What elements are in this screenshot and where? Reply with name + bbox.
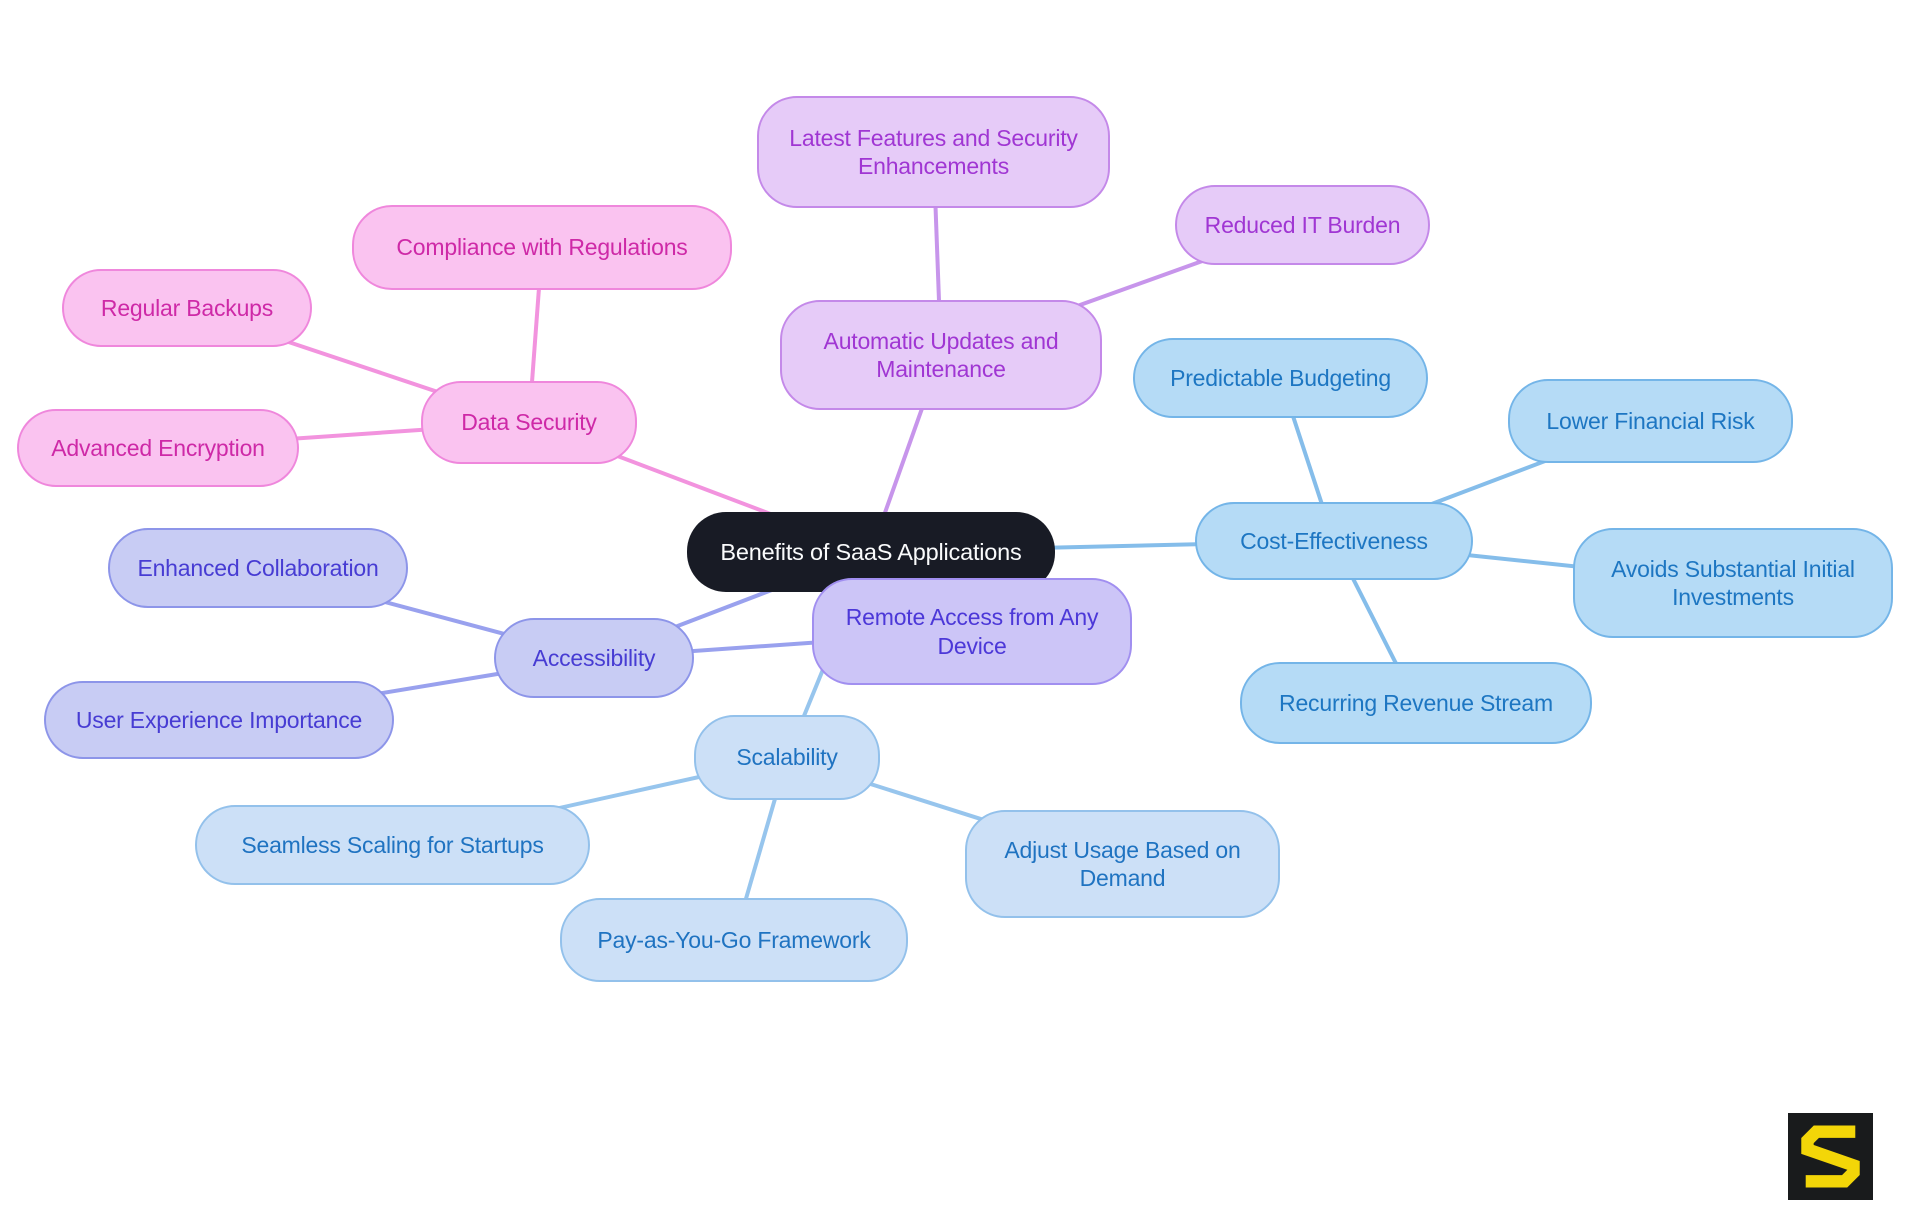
brand-logo [1788, 1113, 1873, 1200]
node-avoids-substantial[interactable]: Avoids Substantial Initial Investments [1573, 528, 1893, 638]
node-reduced-it-burden[interactable]: Reduced IT Burden [1175, 185, 1430, 265]
node-enhanced-collaboration[interactable]: Enhanced Collaboration [108, 528, 408, 608]
node-data-security[interactable]: Data Security [421, 381, 637, 464]
node-automatic-updates[interactable]: Automatic Updates and Maintenance [780, 300, 1102, 410]
node-lower-financial-risk[interactable]: Lower Financial Risk [1508, 379, 1793, 463]
node-user-experience[interactable]: User Experience Importance [44, 681, 394, 759]
node-seamless-scaling[interactable]: Seamless Scaling for Startups [195, 805, 590, 885]
node-cost-effectiveness[interactable]: Cost-Effectiveness [1195, 502, 1473, 580]
node-recurring-revenue[interactable]: Recurring Revenue Stream [1240, 662, 1592, 744]
s-glyph-icon [1801, 1125, 1860, 1188]
node-accessibility[interactable]: Accessibility [494, 618, 694, 698]
node-regular-backups[interactable]: Regular Backups [62, 269, 312, 347]
node-predictable-budgeting[interactable]: Predictable Budgeting [1133, 338, 1428, 418]
node-adjust-usage[interactable]: Adjust Usage Based on Demand [965, 810, 1280, 918]
node-latest-features[interactable]: Latest Features and Security Enhancement… [757, 96, 1110, 208]
node-remote-access[interactable]: Remote Access from Any Device [812, 578, 1132, 685]
node-pay-as-you-go[interactable]: Pay-as-You-Go Framework [560, 898, 908, 982]
node-compliance[interactable]: Compliance with Regulations [352, 205, 732, 290]
node-scalability[interactable]: Scalability [694, 715, 880, 800]
node-advanced-encryption[interactable]: Advanced Encryption [17, 409, 299, 487]
